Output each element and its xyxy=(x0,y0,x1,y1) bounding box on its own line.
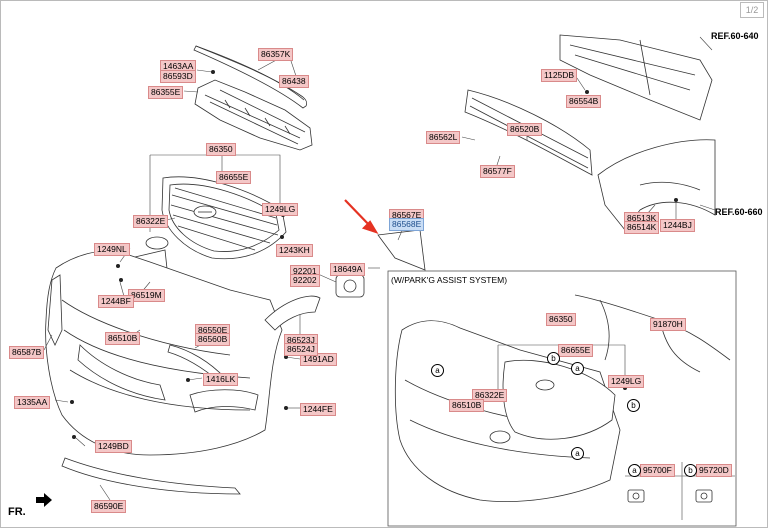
inset-label-86655E[interactable]: 86655E xyxy=(558,344,594,357)
label-86593D[interactable]: 86593D xyxy=(160,70,196,83)
label-1463AA[interactable]: 1463AA xyxy=(160,60,197,73)
label-18649A[interactable]: 18649A xyxy=(330,263,366,276)
label-1416LK[interactable]: 1416LK xyxy=(203,373,239,386)
label-86560B[interactable]: 86560B xyxy=(195,333,231,346)
label-86554B[interactable]: 86554B xyxy=(566,95,602,108)
radiator-grille xyxy=(161,176,287,260)
label-86568E[interactable]: 86568E xyxy=(389,218,425,231)
ref-60-660[interactable]: REF.60-660 xyxy=(715,207,763,217)
label-1335AA[interactable]: 1335AA xyxy=(14,396,51,409)
legend-a-marker: a xyxy=(628,464,641,477)
inset-label-95720D[interactable]: 95720D xyxy=(696,464,732,477)
ref-60-640[interactable]: REF.60-640 xyxy=(711,31,759,41)
fender xyxy=(597,139,716,231)
corner-bracket xyxy=(377,229,426,271)
inset-label-1249LG[interactable]: 1249LG xyxy=(608,375,645,388)
callout-a-3: a xyxy=(571,447,584,460)
label-1249BD[interactable]: 1249BD xyxy=(95,440,132,453)
front-carrier xyxy=(559,34,713,121)
label-86355E[interactable]: 86355E xyxy=(148,86,184,99)
grille-molding xyxy=(194,79,313,151)
label-86577F[interactable]: 86577F xyxy=(480,165,515,178)
callout-b: b xyxy=(547,352,560,365)
lower-lip xyxy=(61,457,241,495)
label-1244BF[interactable]: 1244BF xyxy=(98,295,134,308)
fog-lamp xyxy=(335,274,365,298)
front-direction-arrow xyxy=(36,493,52,507)
front-bumper-cover xyxy=(45,250,283,456)
callout-b-2: b xyxy=(627,399,640,412)
inset-label-91870H[interactable]: 91870H xyxy=(650,318,686,331)
sensor-b-icon xyxy=(695,489,713,503)
fog-lamp-bezel xyxy=(264,295,321,331)
inset-label-86322E[interactable]: 86322E xyxy=(472,389,508,402)
inset-bumper xyxy=(394,320,621,502)
label-1249LG[interactable]: 1249LG xyxy=(262,203,299,216)
inset-label-86510B[interactable]: 86510B xyxy=(449,399,485,412)
inset-frame xyxy=(387,270,737,527)
callout-a: a xyxy=(431,364,444,377)
label-1125DB[interactable]: 1125DB xyxy=(541,69,578,82)
legend-b-marker: b xyxy=(684,464,697,477)
side-bracket-left xyxy=(47,274,63,346)
label-86655E[interactable]: 86655E xyxy=(216,171,252,184)
label-86510B[interactable]: 86510B xyxy=(105,332,141,345)
label-86322E[interactable]: 86322E xyxy=(133,215,169,228)
inset-label-86350[interactable]: 86350 xyxy=(546,313,576,326)
label-86587B[interactable]: 86587B xyxy=(9,346,45,359)
emblem xyxy=(145,236,169,250)
sensor-wiring xyxy=(574,294,731,373)
label-86438[interactable]: 86438 xyxy=(279,75,309,88)
inset-label-95700F[interactable]: 95700F xyxy=(640,464,675,477)
label-1491AD[interactable]: 1491AD xyxy=(300,353,337,366)
label-86520B[interactable]: 86520B xyxy=(507,123,543,136)
label-92202[interactable]: 92202 xyxy=(290,274,320,287)
label-1244BJ[interactable]: 1244BJ xyxy=(660,219,695,232)
pointer-arrow xyxy=(344,199,379,234)
label-86357K[interactable]: 86357K xyxy=(258,48,294,61)
label-86519M[interactable]: 86519M xyxy=(128,289,165,302)
page-indicator: 1/2 xyxy=(740,2,764,18)
callout-a-2: a xyxy=(571,362,584,375)
label-1244FE[interactable]: 1244FE xyxy=(300,403,336,416)
label-86350[interactable]: 86350 xyxy=(206,143,236,156)
sensor-a-icon xyxy=(627,489,645,503)
label-86562L[interactable]: 86562L xyxy=(426,131,461,144)
inset-title: (W/PARK'G ASSIST SYSTEM) xyxy=(391,275,508,285)
label-86524J[interactable]: 86524J xyxy=(284,343,318,356)
label-1249NL[interactable]: 1249NL xyxy=(94,243,130,256)
label-86590E[interactable]: 86590E xyxy=(91,500,127,513)
label-1243KH[interactable]: 1243KH xyxy=(276,244,313,257)
front-label: FR. xyxy=(8,506,26,518)
grille-upper-trim xyxy=(193,45,308,109)
label-86514K[interactable]: 86514K xyxy=(624,221,660,234)
